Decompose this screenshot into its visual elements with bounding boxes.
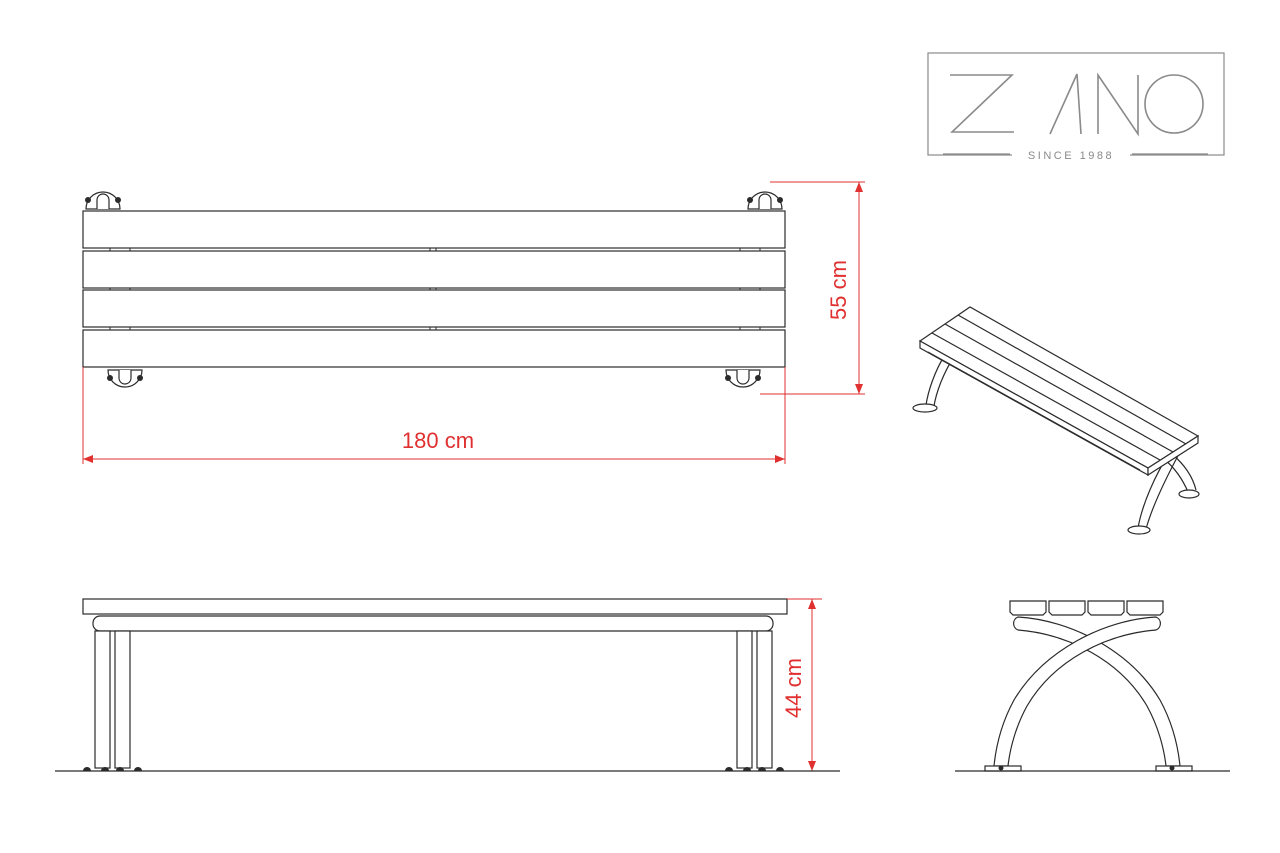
top-slat-4 [82,329,786,368]
side-leg-arch-left [993,616,1161,767]
front-feet [83,767,784,771]
side-slat-3 [1087,600,1125,616]
side-slat-2 [1048,600,1086,616]
bracket-bottom-right [725,369,761,388]
isometric-view [912,306,1200,535]
iso-leg-front-2 [1145,451,1181,530]
bracket-top-right [747,191,783,210]
length-dimension: 180 cm [82,367,786,464]
front-view [55,598,788,772]
side-slat-4 [1126,600,1164,616]
bracket-bottom-left [107,369,143,388]
height-label: 44 cm [781,658,806,718]
top-slat-2 [82,250,786,289]
iso-foot-front-1 [1127,525,1151,535]
logo-tagline-bg [1012,146,1130,162]
logo-letter-z [949,74,1015,133]
front-leg-right-inner [736,630,753,769]
depth-label: 55 cm [826,260,851,320]
bracket-top-left [85,191,121,210]
front-rail [92,615,774,632]
front-leg-right-outer [756,630,773,769]
height-dimension: 44 cm [781,598,840,772]
logo-letter-o [1144,74,1204,134]
length-label: 180 cm [402,428,474,453]
top-slat-3 [82,289,786,328]
iso-seat-end [1147,434,1199,477]
top-slat-1 [82,210,786,249]
logo-letter-n [1097,72,1139,137]
front-seat [82,598,788,615]
front-leg-left-outer [94,630,111,769]
logo-frame [927,52,1225,156]
zano-logo: SINCE 1988 [927,52,1225,162]
iso-slat-gap-2 [944,323,1174,453]
side-slat-1 [1009,600,1047,616]
top-rail-hints [109,248,761,330]
iso-slat-gap-3 [957,314,1187,445]
top-view [82,191,786,388]
iso-foot-front-2 [1178,489,1200,499]
side-view [955,600,1230,772]
logo-tagline: SINCE 1988 [1028,150,1114,162]
front-leg-left-inner [114,630,131,769]
iso-slat-gap-1 [931,332,1161,461]
iso-rail [927,351,1141,471]
iso-foot-back [912,403,938,413]
logo-letter-a [1049,73,1082,135]
depth-dimension: 55 cm [760,181,865,395]
side-leg-arch-right [1013,616,1181,767]
